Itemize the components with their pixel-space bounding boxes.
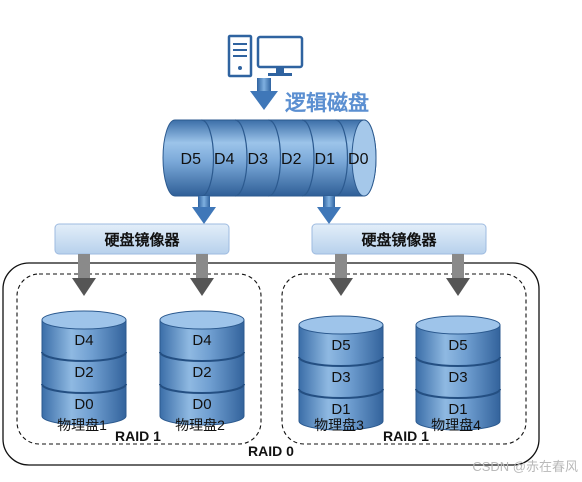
- segment-divider: [234, 119, 248, 197]
- disk-block-label: D3: [331, 369, 350, 386]
- disk-block-label: D5: [448, 337, 467, 354]
- disk-block-label: D0: [74, 396, 93, 413]
- logical-segment-label: D0: [348, 151, 369, 168]
- raid1-right-box: [281, 273, 527, 445]
- segment-divider: [335, 119, 349, 197]
- mirror-to-disk4-arrow: [446, 254, 470, 296]
- segment-divider: [301, 119, 315, 197]
- mirror-right-label: 硬盘镜像器: [361, 231, 437, 249]
- segment-divider: [201, 119, 215, 197]
- raid1-left-label: RAID 1: [115, 428, 161, 444]
- disk-block-label: D1: [448, 401, 467, 418]
- logical-disk: D5 D4 D3 D2 D1 D0: [162, 119, 377, 197]
- disk-block-label: D4: [74, 332, 93, 349]
- server-icon: [227, 34, 253, 78]
- physical-disk-name: 物理盘2: [175, 417, 225, 433]
- mirror-to-disk1-arrow: [72, 254, 96, 296]
- disk-block-label: D1: [331, 401, 350, 418]
- logical-segment-label: D1: [315, 151, 336, 168]
- raid0-label: RAID 0: [248, 443, 294, 459]
- disk-to-mirror2-arrow: [317, 196, 341, 224]
- physical-disk-name: 物理盘4: [431, 417, 481, 433]
- computer-to-disk-arrow: [250, 78, 278, 110]
- logical-segment-label: D2: [281, 151, 302, 168]
- monitor-icon: [256, 35, 304, 76]
- disk-block-label: D5: [331, 337, 350, 354]
- mirror-right: 硬盘镜像器: [311, 223, 487, 255]
- logical-segment-label: D3: [248, 151, 269, 168]
- logical-disk-title: 逻辑磁盘: [285, 91, 369, 115]
- raid0-box: [2, 262, 540, 466]
- disk-block-label: D2: [192, 364, 211, 381]
- disk-block-label: D0: [192, 396, 211, 413]
- logical-segment-label: D5: [181, 151, 202, 168]
- raid1-left-box: [16, 273, 262, 445]
- disk-to-mirror1-arrow: [192, 196, 216, 224]
- raid1-right-label: RAID 1: [383, 428, 429, 444]
- disk-block-label: D2: [74, 364, 93, 381]
- segment-divider: [268, 119, 282, 197]
- mirror-to-disk2-arrow: [190, 254, 214, 296]
- mirror-to-disk3-arrow: [329, 254, 353, 296]
- mirror-left: 硬盘镜像器: [54, 223, 230, 255]
- physical-disk-name: 物理盘3: [314, 417, 364, 433]
- mirror-left-label: 硬盘镜像器: [104, 231, 180, 249]
- physical-disk-name: 物理盘1: [57, 417, 107, 433]
- disk-block-label: D3: [448, 369, 467, 386]
- disk-block-label: D4: [192, 332, 211, 349]
- watermark: CSDN @赤在春风: [472, 459, 578, 474]
- logical-segment-label: D4: [214, 151, 235, 168]
